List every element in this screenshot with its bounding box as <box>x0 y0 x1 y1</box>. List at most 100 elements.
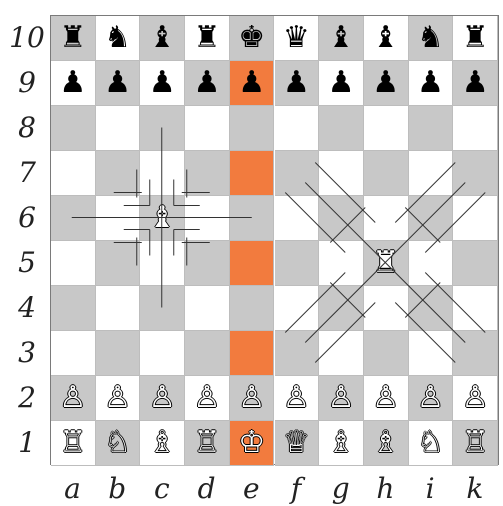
square-h9[interactable]: ♟ <box>364 61 409 106</box>
square-k2[interactable]: ♙ <box>453 376 498 421</box>
square-k5[interactable] <box>453 241 498 286</box>
square-i1[interactable]: ♘ <box>409 421 454 466</box>
square-e8[interactable] <box>230 106 275 151</box>
square-h8[interactable] <box>364 106 409 151</box>
white-pawn-icon[interactable]: ♙ <box>453 376 497 420</box>
square-a9[interactable]: ♟ <box>51 61 96 106</box>
square-b2[interactable]: ♙ <box>96 376 141 421</box>
square-c7[interactable] <box>140 151 185 196</box>
square-a8[interactable] <box>51 106 96 151</box>
square-d9[interactable]: ♟ <box>185 61 230 106</box>
square-f5[interactable] <box>275 241 320 286</box>
square-k6[interactable] <box>453 196 498 241</box>
square-g4[interactable] <box>319 286 364 331</box>
square-a1[interactable]: ♖ <box>51 421 96 466</box>
square-b9[interactable]: ♟ <box>96 61 141 106</box>
square-e4[interactable] <box>230 286 275 331</box>
white-fairy-piece-icon[interactable]: ♜ <box>364 241 408 285</box>
white-pawn-icon[interactable]: ♙ <box>51 376 95 420</box>
square-g7[interactable] <box>319 151 364 196</box>
black-bishop-icon[interactable]: ♝ <box>364 16 408 60</box>
square-h10[interactable]: ♝ <box>364 16 409 61</box>
square-e5[interactable] <box>230 241 275 286</box>
square-k4[interactable] <box>453 286 498 331</box>
black-pawn-icon[interactable]: ♟ <box>140 61 184 105</box>
black-pawn-icon[interactable]: ♟ <box>275 61 319 105</box>
black-pawn-icon[interactable]: ♟ <box>364 61 408 105</box>
square-e2[interactable]: ♙ <box>230 376 275 421</box>
square-f10[interactable]: ♛ <box>275 16 320 61</box>
white-fairy-piece-icon[interactable]: ♗ <box>319 421 363 465</box>
white-pawn-icon[interactable]: ♙ <box>185 376 229 420</box>
white-pawn-icon[interactable]: ♙ <box>409 376 453 420</box>
square-b4[interactable] <box>96 286 141 331</box>
square-k1[interactable]: ♖ <box>453 421 498 466</box>
square-g6[interactable] <box>319 196 364 241</box>
white-pawn-icon[interactable]: ♙ <box>275 376 319 420</box>
square-c5[interactable] <box>140 241 185 286</box>
square-f4[interactable] <box>275 286 320 331</box>
square-f8[interactable] <box>275 106 320 151</box>
white-pawn-icon[interactable]: ♙ <box>96 376 140 420</box>
black-queen-icon[interactable]: ♛ <box>275 16 319 60</box>
square-f2[interactable]: ♙ <box>275 376 320 421</box>
black-pawn-icon[interactable]: ♟ <box>409 61 453 105</box>
square-a4[interactable] <box>51 286 96 331</box>
square-c1[interactable]: ♗ <box>140 421 185 466</box>
square-e7[interactable] <box>230 151 275 196</box>
square-a7[interactable] <box>51 151 96 196</box>
white-pawn-icon[interactable]: ♙ <box>140 376 184 420</box>
square-d4[interactable] <box>185 286 230 331</box>
square-b8[interactable] <box>96 106 141 151</box>
black-pawn-icon[interactable]: ♟ <box>319 61 363 105</box>
white-king-icon[interactable]: ♔ <box>230 421 274 465</box>
square-k7[interactable] <box>453 151 498 196</box>
square-a6[interactable] <box>51 196 96 241</box>
white-pawn-icon[interactable]: ♙ <box>230 376 274 420</box>
black-fairy-piece-icon[interactable]: ♝ <box>319 16 363 60</box>
square-h7[interactable] <box>364 151 409 196</box>
square-c10[interactable]: ♝ <box>140 16 185 61</box>
square-i3[interactable] <box>409 331 454 376</box>
square-c2[interactable]: ♙ <box>140 376 185 421</box>
square-i9[interactable]: ♟ <box>409 61 454 106</box>
square-f9[interactable]: ♟ <box>275 61 320 106</box>
square-g10[interactable]: ♝ <box>319 16 364 61</box>
square-h1[interactable]: ♗ <box>364 421 409 466</box>
square-f7[interactable] <box>275 151 320 196</box>
square-f3[interactable] <box>275 331 320 376</box>
black-pawn-icon[interactable]: ♟ <box>453 61 497 105</box>
square-d1[interactable]: ♖ <box>185 421 230 466</box>
white-pawn-icon[interactable]: ♙ <box>319 376 363 420</box>
square-h4[interactable] <box>364 286 409 331</box>
white-rook-icon[interactable]: ♖ <box>453 421 497 465</box>
square-i10[interactable]: ♞ <box>409 16 454 61</box>
square-d6[interactable] <box>185 196 230 241</box>
square-k3[interactable] <box>453 331 498 376</box>
square-g1[interactable]: ♗ <box>319 421 364 466</box>
square-d8[interactable] <box>185 106 230 151</box>
square-k8[interactable] <box>453 106 498 151</box>
black-knight-icon[interactable]: ♞ <box>96 16 140 60</box>
black-bishop-icon[interactable]: ♝ <box>140 16 184 60</box>
square-a2[interactable]: ♙ <box>51 376 96 421</box>
black-pawn-icon[interactable]: ♟ <box>185 61 229 105</box>
square-f1[interactable]: ♕ <box>275 421 320 466</box>
square-e9[interactable]: ♟ <box>230 61 275 106</box>
square-k10[interactable]: ♜ <box>453 16 498 61</box>
black-rook-icon[interactable]: ♜ <box>453 16 497 60</box>
square-c6[interactable]: ♝ <box>140 196 185 241</box>
square-d2[interactable]: ♙ <box>185 376 230 421</box>
square-c9[interactable]: ♟ <box>140 61 185 106</box>
black-knight-icon[interactable]: ♞ <box>409 16 453 60</box>
black-pawn-icon[interactable]: ♟ <box>230 61 274 105</box>
square-a5[interactable] <box>51 241 96 286</box>
black-pawn-icon[interactable]: ♟ <box>96 61 140 105</box>
white-fairy-piece-icon[interactable]: ♖ <box>185 421 229 465</box>
square-i6[interactable] <box>409 196 454 241</box>
square-d7[interactable] <box>185 151 230 196</box>
white-bishop-icon[interactable]: ♗ <box>140 421 184 465</box>
square-h3[interactable] <box>364 331 409 376</box>
square-i4[interactable] <box>409 286 454 331</box>
square-d10[interactable]: ♜ <box>185 16 230 61</box>
